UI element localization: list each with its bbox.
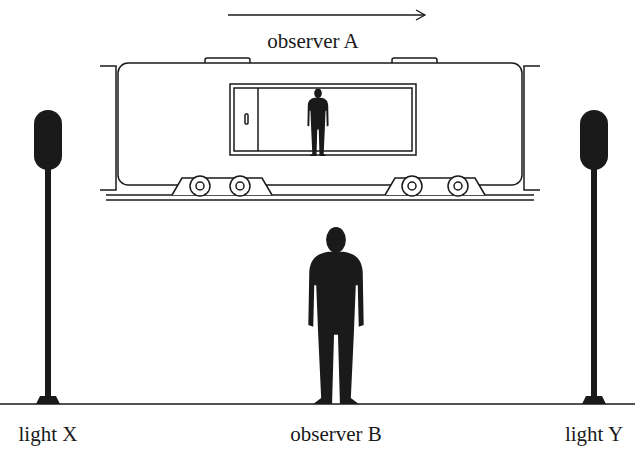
light-post [34, 110, 62, 404]
train-car [100, 58, 540, 200]
motion-arrow [228, 10, 425, 20]
observer-a-figure [307, 88, 328, 156]
arrow-label: observer A [267, 29, 359, 53]
observer-b-figure [308, 227, 363, 404]
light-label: light Y [565, 422, 623, 446]
light-label: light X [19, 422, 78, 446]
observer-label: observer B [290, 422, 382, 446]
light-post [580, 110, 608, 404]
